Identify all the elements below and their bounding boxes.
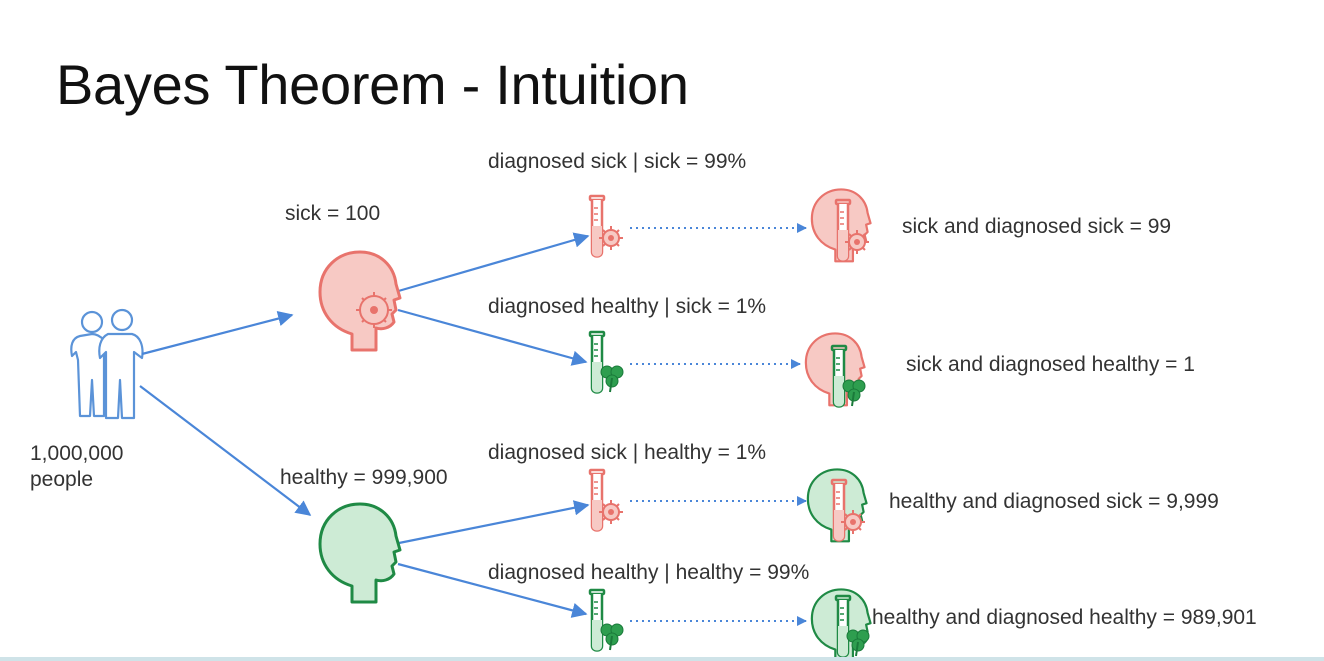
healthy-group-label: healthy = 999,900 bbox=[280, 466, 448, 489]
arrow-to-sick bbox=[141, 311, 294, 356]
branch-arrows bbox=[139, 232, 590, 618]
arrow-healthy-pos bbox=[393, 500, 590, 546]
outcome-sick-neg: sick and diagnosed healthy = 1 bbox=[906, 353, 1195, 376]
arrow-sick-pos bbox=[394, 232, 590, 294]
arrow-sick-neg bbox=[397, 308, 588, 366]
test-label-sick-neg: diagnosed healthy | sick = 1% bbox=[488, 295, 767, 318]
arrow-to-healthy bbox=[139, 385, 312, 516]
test-label-sick-pos: diagnosed sick | sick = 99% bbox=[488, 150, 747, 173]
sick-diagnosed-healthy-icon bbox=[804, 332, 866, 408]
virus-test-tube-icon bbox=[588, 194, 624, 258]
test-label-healthy-neg: diagnosed healthy | healthy = 99% bbox=[488, 561, 810, 584]
clover-test-tube-icon bbox=[588, 330, 624, 394]
virus-test-tube-icon bbox=[588, 468, 624, 532]
arrow-healthy-neg bbox=[397, 562, 588, 618]
sick-head-icon bbox=[318, 250, 402, 352]
sick-group-label: sick = 100 bbox=[285, 202, 381, 225]
people-icon bbox=[70, 308, 144, 420]
outcome-sick-pos: sick and diagnosed sick = 99 bbox=[902, 215, 1172, 238]
dotted-arrows bbox=[630, 223, 807, 626]
sick-diagnosed-sick-icon bbox=[810, 188, 872, 263]
clover-test-tube-icon bbox=[588, 588, 624, 652]
healthy-head-icon bbox=[318, 502, 402, 604]
test-label-healthy-pos: diagnosed sick | healthy = 1% bbox=[488, 441, 767, 464]
healthy-diagnosed-sick-icon bbox=[806, 468, 868, 543]
outcome-healthy-pos: healthy and diagnosed sick = 9,999 bbox=[889, 490, 1219, 513]
population-count: 1,000,000 bbox=[30, 442, 124, 465]
bottom-bar bbox=[0, 657, 1324, 661]
page-title: Bayes Theorem - Intuition bbox=[56, 53, 689, 116]
population-unit: people bbox=[30, 468, 94, 491]
outcome-healthy-neg: healthy and diagnosed healthy = 989,901 bbox=[872, 606, 1257, 629]
healthy-diagnosed-healthy-icon bbox=[810, 588, 872, 661]
